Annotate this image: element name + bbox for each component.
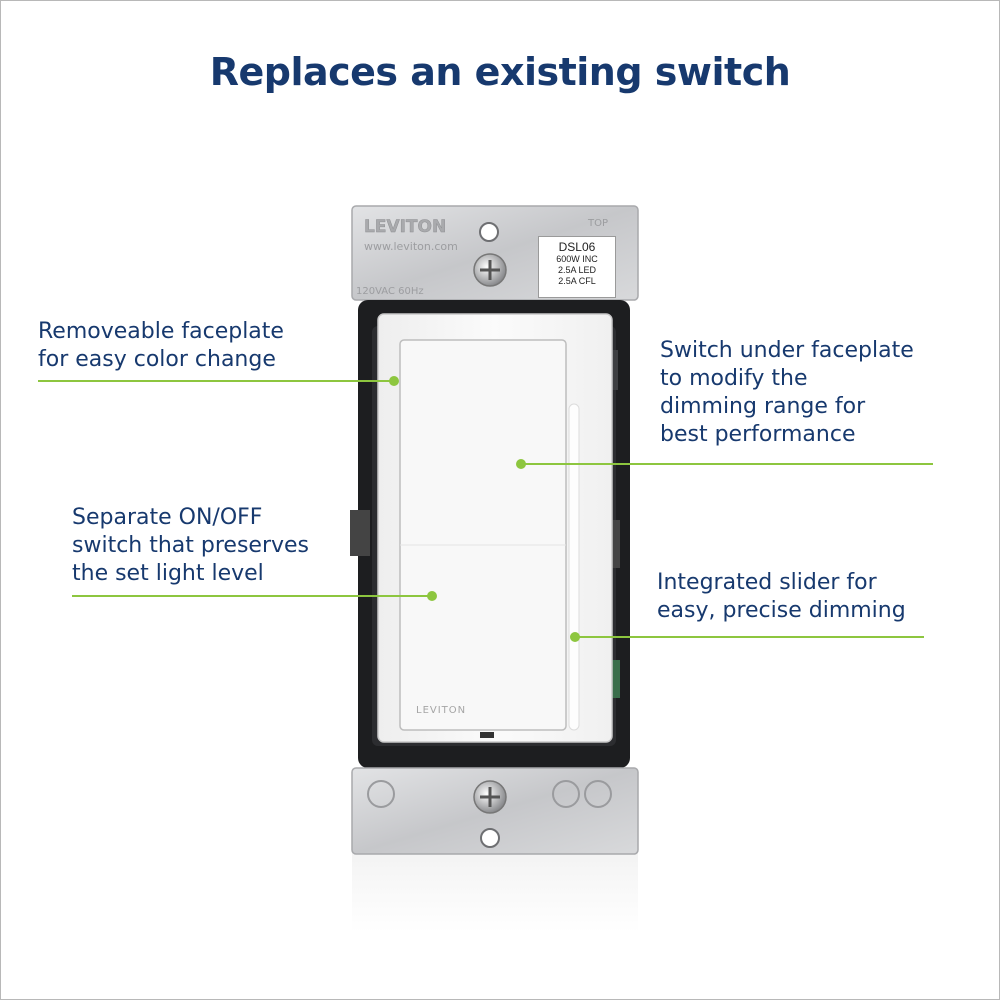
callout-slider: Integrated slider for easy, precise dimm… [657,569,906,625]
callout-line: the set light level [72,561,264,586]
spec-line: 2.5A CFL [558,276,596,286]
strap-top-marker: TOP [587,218,608,229]
spec-line: 600W INC [556,254,598,264]
strap-rating-stamp: 120VAC 60Hz [356,286,424,297]
certification-mark-left [367,780,395,808]
bottom-mounting-strap [351,767,639,855]
callout-line: Integrated slider for [657,570,877,595]
certification-mark-right-2 [584,780,612,808]
faceplate [377,313,613,743]
spec-line: 2.5A LED [557,265,597,275]
rocker-brand-text: LEVITON [416,705,466,716]
page-title: Replaces an existing switch [209,50,791,94]
callout-line: Switch under faceplate [660,338,914,363]
strap-brand-text: LEVITON [364,217,446,237]
rating-label: DSL06 600W INC 2.5A LED 2.5A CFL [538,236,616,298]
leader-faceplate [38,376,399,386]
dimmer-slider-track [568,403,580,731]
leader-slider [570,632,924,642]
leader-dimming-range [516,459,933,469]
callout-line: to modify the [660,366,808,391]
callout-on-off: Separate ON/OFF switch that preserves th… [72,504,309,588]
callout-line: Removeable faceplate [38,319,284,344]
rocker-switch [399,339,567,731]
strap-hole-top [479,222,499,242]
callout-line: best performance [660,422,856,447]
strap-hole-bottom [480,828,500,848]
locator-notch [480,732,494,738]
reflection [352,852,638,932]
certification-mark-right-1 [552,780,580,808]
leader-on-off [72,591,437,601]
callout-line: for easy color change [38,347,276,372]
callout-line: dimming range for [660,394,866,419]
model-number: DSL06 [558,240,596,254]
callout-line: Separate ON/OFF [72,505,263,530]
strap-website-text: www.leviton.com [364,240,458,253]
callout-line: easy, precise dimming [657,598,906,623]
callout-dimming-range: Switch under faceplate to modify the dim… [660,337,914,449]
callout-line: switch that preserves [72,533,310,558]
callout-faceplate: Removeable faceplate for easy color chan… [38,318,284,374]
